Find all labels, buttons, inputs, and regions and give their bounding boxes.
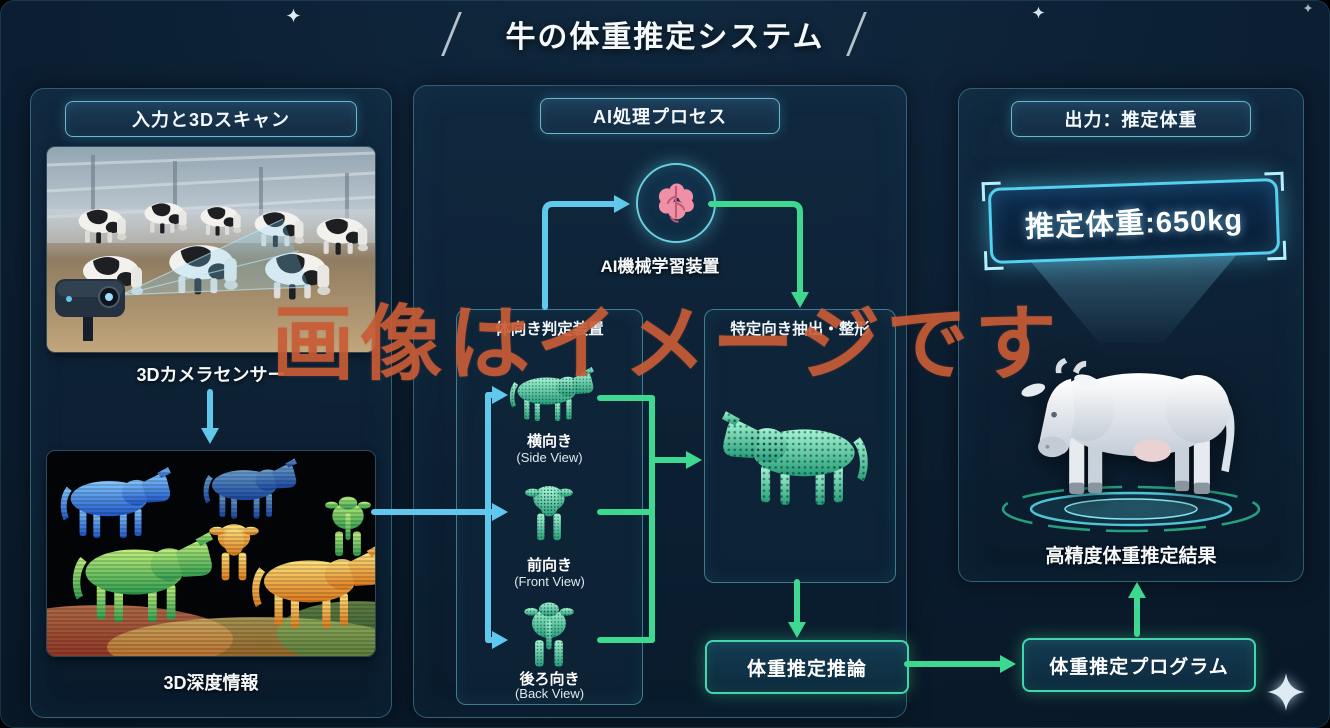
depth-caption: 3D深度情報 (163, 673, 259, 693)
front-view-label-en: (Front View) (514, 574, 585, 589)
page-header: 牛の体重推定システム (0, 8, 1330, 60)
side-view-label-en: (Side View) (516, 450, 583, 465)
ai-process-panel: AI処理プロセス AI機械学習装置 体向き判定装置 横向き (Side View… (413, 85, 907, 718)
watermark-text: 画像はイメージです (272, 299, 1063, 390)
result-caption: 高精度体重推定結果 (1045, 546, 1217, 567)
sparkle-icon (1266, 672, 1306, 712)
output-panel-title: 出力：推定体重 (1064, 110, 1198, 130)
sign-corner-accent (1264, 171, 1285, 192)
sparkle-icon (1303, 3, 1313, 13)
title-right-slash-decoration (845, 12, 889, 56)
page-title: 牛の体重推定システム (505, 21, 825, 54)
output-panel: 出力：推定体重 推定体重:650kg 高精度体重推定結果 (958, 88, 1304, 582)
extraction-box-title: 特定向き抽出・整形 (730, 321, 870, 338)
program-label: 体重推定プログラム (1049, 656, 1229, 678)
depth-pointcloud-image (47, 451, 375, 656)
camera-caption: 3Dカメラセンサー (136, 365, 286, 385)
back-view-label-en: (Back View) (514, 686, 585, 701)
brain-icon (636, 163, 716, 243)
sign-corner-accent (981, 181, 1002, 202)
sign-corner-accent (983, 250, 1004, 271)
back-view-label-jp: 後ろ向き (519, 671, 580, 688)
input-panel: 入力と3Dスキャン (30, 88, 392, 718)
input-panel-header: 入力と3Dスキャン (65, 101, 357, 137)
front-view-label-jp: 前向き (526, 557, 572, 574)
ai-panel-title: AI処理プロセス (593, 107, 727, 127)
glow-platform (1001, 485, 1261, 533)
weight-value: 推定体重:650kg (1024, 204, 1244, 244)
inference-label: 体重推定推論 (746, 658, 867, 680)
title-left-slash-decoration (441, 12, 485, 56)
sign-corner-accent (1266, 240, 1287, 261)
extraction-box: 特定向き抽出・整形 (704, 309, 896, 583)
orientation-box-title: 体向き判定装置 (495, 321, 604, 338)
output-panel-header: 出力：推定体重 (1011, 101, 1251, 137)
ai-panel-header: AI処理プロセス (540, 98, 780, 134)
scan-projection-cone (121, 219, 309, 295)
sparkle-icon (1032, 6, 1045, 19)
program-box: 体重推定プログラム (1022, 638, 1256, 692)
extracted-cow-pointcloud-icon (715, 406, 885, 510)
cow-back-pointcloud-icon (522, 592, 576, 670)
side-view-label-jp: 横向き (526, 433, 572, 450)
inference-box: 体重推定推論 (705, 640, 909, 694)
estimated-weight-display: 推定体重:650kg (981, 171, 1287, 271)
ml-caption: AI機械学習装置 (600, 257, 720, 276)
sparkle-icon (286, 8, 301, 23)
input-panel-title: 入力と3Dスキャン (131, 110, 290, 130)
cow-front-pointcloud-icon (523, 470, 575, 548)
depth-camera-icon (55, 279, 125, 341)
barn-photo (47, 147, 375, 352)
scan-rays (120, 218, 310, 296)
